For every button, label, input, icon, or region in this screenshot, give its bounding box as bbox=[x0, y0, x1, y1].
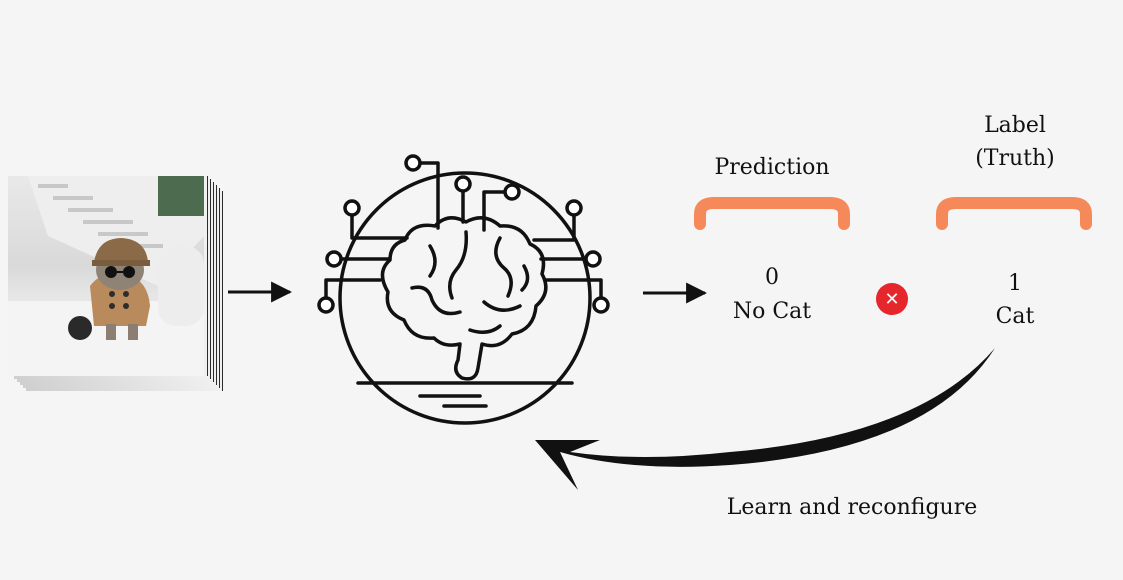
label-bracket bbox=[936, 197, 1092, 230]
label-value: 1 bbox=[1008, 271, 1022, 296]
feedback-caption: Learn and reconfigure bbox=[726, 495, 978, 520]
brain-circuit-icon bbox=[317, 154, 610, 425]
label-heading-truth: (Truth) bbox=[975, 146, 1055, 171]
prediction-bracket bbox=[694, 197, 850, 230]
cat-photo bbox=[8, 176, 204, 376]
cat-illustration bbox=[8, 176, 204, 376]
input-image-stack bbox=[8, 173, 223, 391]
x-mark-icon: ✕ bbox=[876, 283, 908, 315]
prediction-class-label: No Cat bbox=[732, 299, 812, 324]
label-class-label: Cat bbox=[995, 304, 1035, 329]
feedback-arrow bbox=[535, 348, 995, 490]
prediction-heading: Prediction bbox=[714, 155, 830, 180]
label-heading: Label bbox=[984, 113, 1046, 138]
prediction-value: 0 bbox=[765, 265, 779, 290]
